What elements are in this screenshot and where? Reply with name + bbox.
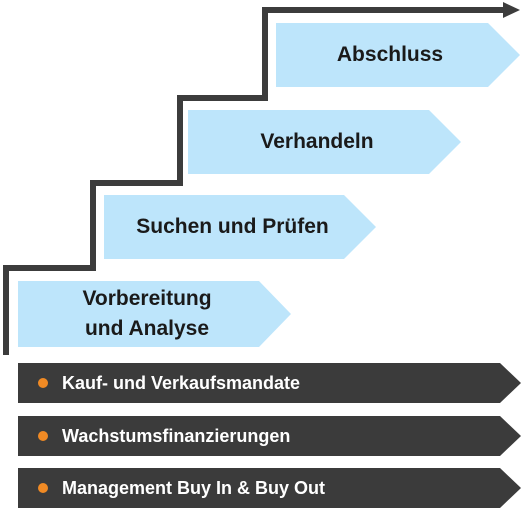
step-label-vorbereitung: Vorbereitung und Analyse bbox=[18, 281, 276, 347]
step-shape-suchen bbox=[104, 195, 376, 259]
step-shape-abschluss bbox=[276, 23, 520, 87]
step-label-suchen: Suchen und Prüfen bbox=[136, 215, 329, 238]
bullet-dot-icon bbox=[38, 431, 48, 441]
step-label-verhandeln: Verhandeln bbox=[260, 130, 374, 153]
staircase-arrow-head-icon bbox=[503, 2, 520, 18]
step-shape-vorbereitung bbox=[18, 281, 291, 347]
service-label-kauf-verkauf: Kauf- und Verkaufsmandate bbox=[62, 372, 301, 393]
staircase-line bbox=[3, 7, 505, 355]
bullet-dot-icon bbox=[38, 378, 48, 388]
service-label-wachstum: Wachstumsfinanzierungen bbox=[62, 425, 291, 446]
service-bar-1 bbox=[18, 363, 521, 403]
service-bar-2 bbox=[18, 416, 521, 456]
service-bar-3 bbox=[18, 468, 521, 508]
step-shape-verhandeln bbox=[188, 110, 461, 174]
step-label-line-1: Vorbereitung bbox=[82, 287, 212, 310]
bullet-dot-icon bbox=[38, 483, 48, 493]
step-label-line-2: und Analyse bbox=[84, 317, 210, 340]
step-label-abschluss: Abschluss bbox=[336, 43, 444, 66]
service-label-mbi-mbo: Management Buy In & Buy Out bbox=[62, 477, 326, 498]
